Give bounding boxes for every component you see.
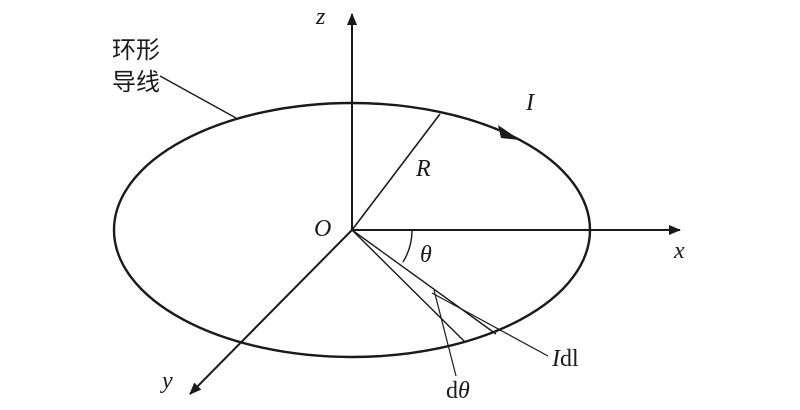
dtheta-d: d — [446, 378, 458, 404]
origin-label: O — [314, 216, 331, 242]
current-label: I — [525, 90, 535, 116]
dtheta-leader — [433, 289, 457, 377]
radius-label: R — [415, 156, 431, 182]
dtheta-line-1 — [351, 229, 497, 335]
theta-label: θ — [420, 242, 432, 268]
loop-label-line2: 导线 — [112, 68, 160, 96]
dtheta-label: dθ — [446, 378, 470, 404]
dtheta-line-2 — [351, 229, 465, 342]
current-arrow — [498, 125, 520, 140]
current-element-label: Idl — [551, 346, 579, 372]
theta-arc — [402, 229, 413, 263]
y-axis — [189, 229, 353, 395]
idl-leader — [431, 292, 549, 357]
dtheta-theta: θ — [458, 378, 470, 404]
axis-y-label: y — [160, 368, 173, 394]
axis-x-label: x — [673, 238, 685, 264]
radius-line — [351, 113, 441, 231]
current-element-dl: dl — [560, 346, 579, 372]
loop-label-line1: 环形 — [112, 36, 160, 64]
axis-z-label: z — [315, 4, 326, 30]
current-element-I: I — [551, 346, 561, 372]
loop-label-leader — [159, 75, 237, 119]
